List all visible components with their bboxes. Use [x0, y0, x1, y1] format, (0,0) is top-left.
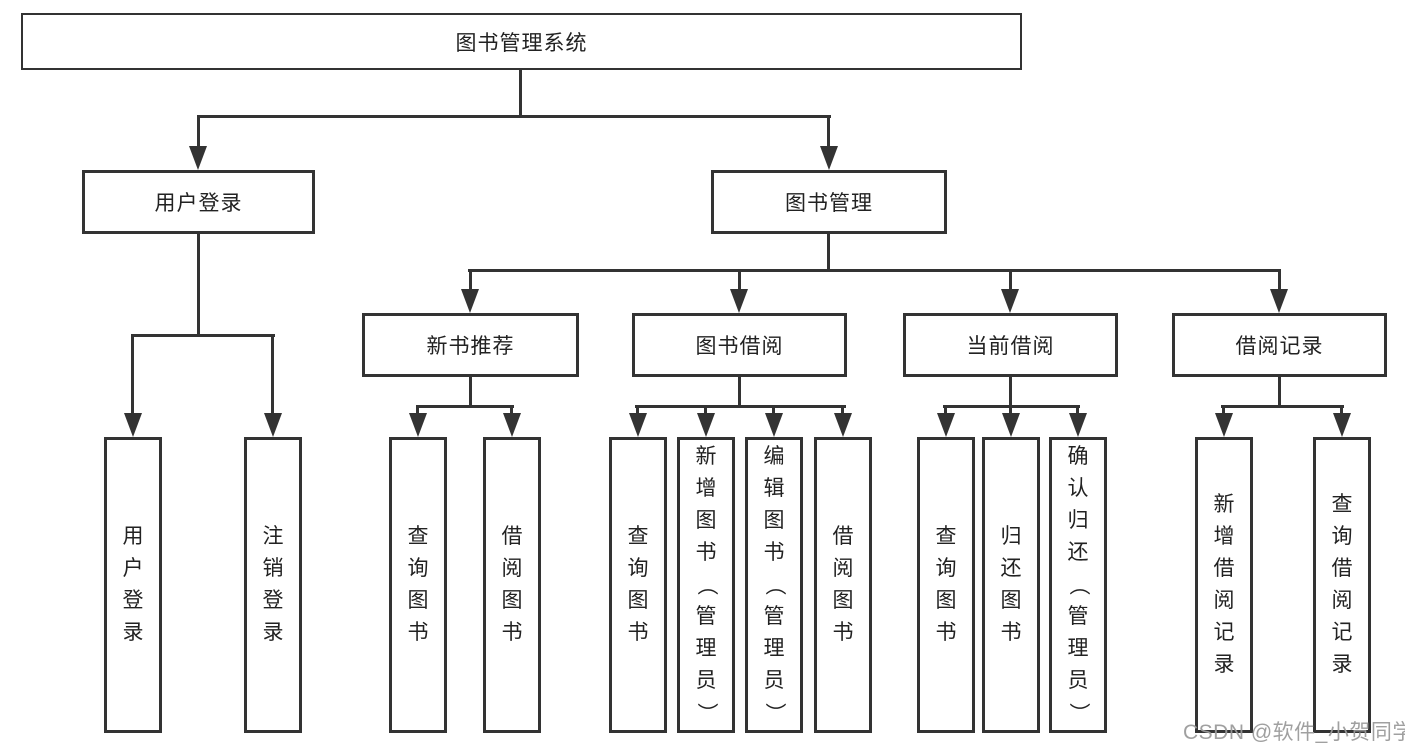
leaf-borrow-books-borrow-label: 借阅图书	[832, 525, 854, 644]
leaf-user-login-label: 用户登录	[122, 525, 144, 644]
arrowhead-icon	[1002, 413, 1020, 437]
arrowhead-icon	[834, 413, 852, 437]
connector-line	[827, 232, 830, 272]
leaf-query-books-recommend: 查询图书	[389, 437, 447, 733]
node-book-borrowing: 图书借阅	[632, 313, 847, 377]
connector-line	[704, 406, 707, 415]
connector-line	[1222, 406, 1225, 415]
connector-line	[1009, 375, 1012, 407]
node-library-system: 图书管理系统	[21, 13, 1022, 70]
arrowhead-icon	[765, 413, 783, 437]
leaf-edit-book-admin-label: 编辑图书（管理员）	[763, 445, 786, 724]
leaf-logout: 注销登录	[244, 437, 302, 733]
leaf-confirm-return-admin: 确认归还（管理员）	[1049, 437, 1107, 733]
connector-line	[772, 406, 775, 415]
node-borrowing-records: 借阅记录	[1172, 313, 1387, 377]
connector-line	[416, 406, 419, 415]
connector-line	[197, 232, 200, 336]
connector-line	[944, 406, 947, 415]
arrowhead-icon	[1001, 289, 1019, 313]
connector-line	[738, 375, 741, 407]
connector-line	[271, 335, 274, 415]
leaf-logout-label: 注销登录	[262, 525, 284, 644]
leaf-query-borrow-record: 查询借阅记录	[1313, 437, 1371, 733]
node-user-login: 用户登录	[82, 170, 315, 234]
arrowhead-icon	[820, 146, 838, 170]
node-new-book-recommend-label: 新书推荐	[426, 335, 515, 358]
node-book-management: 图书管理	[711, 170, 947, 234]
leaf-query-books-current-label: 查询图书	[935, 525, 957, 644]
connector-line	[635, 405, 846, 408]
leaf-borrow-books-borrow: 借阅图书	[814, 437, 872, 733]
connector-line	[469, 375, 472, 407]
node-book-borrowing-label: 图书借阅	[695, 335, 784, 358]
connector-line	[1076, 406, 1079, 415]
leaf-query-books-current: 查询图书	[917, 437, 975, 733]
arrowhead-icon	[1069, 413, 1087, 437]
leaf-query-borrow-record-label: 查询借阅记录	[1331, 493, 1353, 676]
connector-line	[131, 335, 134, 415]
arrowhead-icon	[730, 289, 748, 313]
arrowhead-icon	[1215, 413, 1233, 437]
node-new-book-recommend: 新书推荐	[362, 313, 579, 377]
connector-line	[519, 70, 522, 117]
connector-line	[1278, 270, 1281, 291]
node-library-system-label: 图书管理系统	[455, 31, 588, 55]
connector-line	[416, 405, 514, 408]
leaf-confirm-return-admin-label: 确认归还（管理员）	[1067, 445, 1090, 724]
leaf-query-books-recommend-label: 查询图书	[407, 525, 429, 644]
leaf-user-login: 用户登录	[104, 437, 162, 733]
leaf-add-borrow-record-label: 新增借阅记录	[1213, 493, 1235, 676]
connector-line	[841, 406, 844, 415]
leaf-borrow-books-recommend-label: 借阅图书	[501, 525, 523, 644]
arrowhead-icon	[124, 413, 142, 437]
connector-line	[468, 269, 1281, 272]
connector-line	[1278, 375, 1281, 407]
arrowhead-icon	[697, 413, 715, 437]
leaf-add-book-admin: 新增图书（管理员）	[677, 437, 735, 733]
leaf-edit-book-admin: 编辑图书（管理员）	[745, 437, 803, 733]
connector-line	[738, 270, 741, 291]
connector-line	[131, 334, 275, 337]
connector-line	[1221, 405, 1344, 408]
leaf-add-book-admin-label: 新增图书（管理员）	[695, 445, 718, 724]
leaf-query-books-borrow-label: 查询图书	[627, 525, 649, 644]
leaf-return-book: 归还图书	[982, 437, 1040, 733]
connector-line	[1009, 406, 1012, 415]
connector-line	[510, 406, 513, 415]
connector-line	[1009, 270, 1012, 291]
connector-line	[827, 116, 830, 150]
connector-line	[1340, 406, 1343, 415]
arrowhead-icon	[629, 413, 647, 437]
arrowhead-icon	[461, 289, 479, 313]
leaf-query-books-borrow: 查询图书	[609, 437, 667, 733]
arrowhead-icon	[264, 413, 282, 437]
node-book-management-label: 图书管理	[785, 192, 873, 215]
arrowhead-icon	[1333, 413, 1351, 437]
node-user-login-label: 用户登录	[154, 192, 243, 215]
csdn-watermark: CSDN @软件_小贺同学	[1183, 721, 1405, 744]
connector-line	[197, 115, 831, 118]
leaf-add-borrow-record: 新增借阅记录	[1195, 437, 1253, 733]
connector-line	[197, 116, 200, 150]
leaf-borrow-books-recommend: 借阅图书	[483, 437, 541, 733]
connector-line	[636, 406, 639, 415]
arrowhead-icon	[1270, 289, 1288, 313]
node-current-borrowing-label: 当前借阅	[966, 335, 1055, 358]
node-current-borrowing: 当前借阅	[903, 313, 1118, 377]
arrowhead-icon	[937, 413, 955, 437]
connector-line	[469, 270, 472, 291]
node-borrowing-records-label: 借阅记录	[1235, 335, 1324, 358]
arrowhead-icon	[503, 413, 521, 437]
leaf-return-book-label: 归还图书	[1000, 525, 1022, 644]
arrowhead-icon	[409, 413, 427, 437]
arrowhead-icon	[189, 146, 207, 170]
